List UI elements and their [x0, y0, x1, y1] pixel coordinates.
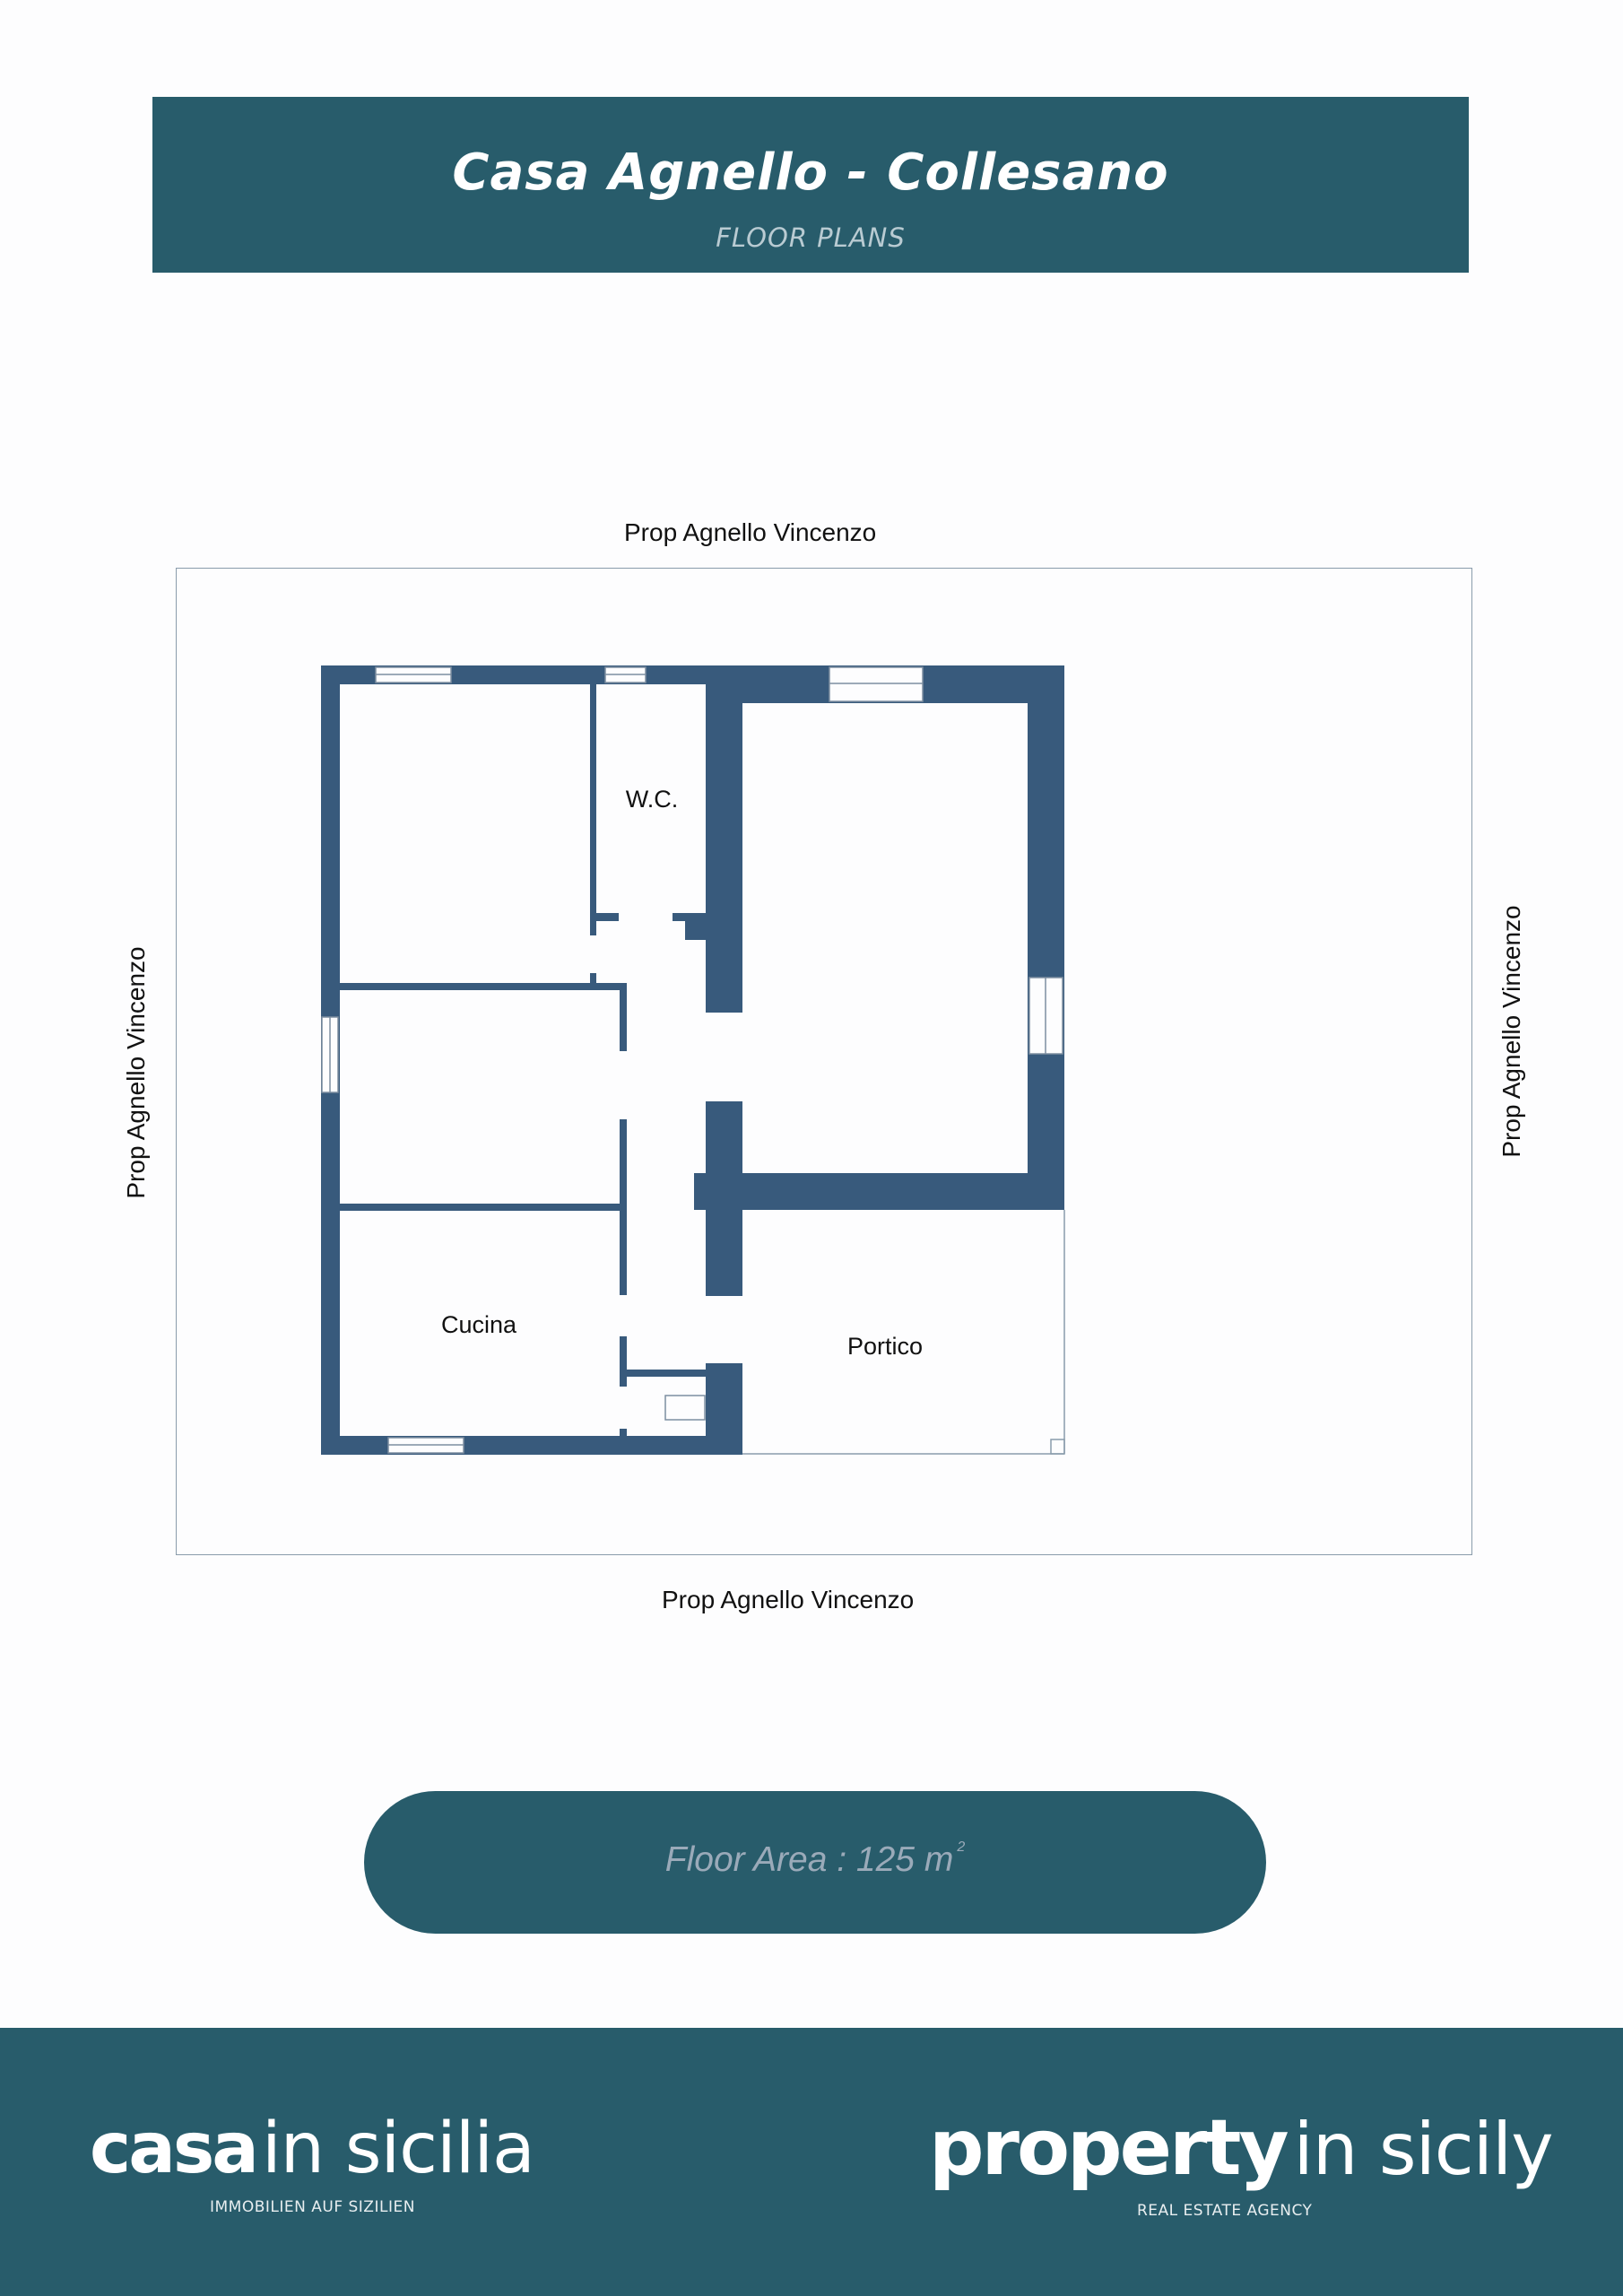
window [829, 666, 924, 702]
wall-right [1028, 665, 1064, 1210]
page-subtitle: FLOOR PLANS [716, 222, 906, 253]
logo-right-tagline: REAL ESTATE AGENCY [1137, 2202, 1313, 2220]
room-label-wc: W.C. [626, 786, 679, 813]
wall-wc-stub-left [590, 913, 619, 921]
plot-boundary [176, 568, 1472, 1555]
portico-post [1050, 1439, 1065, 1455]
wall-center-lower [706, 1363, 742, 1455]
header-banner: Casa Agnello - Collesano FLOOR PLANS [152, 97, 1469, 273]
wall-hall-upper [620, 983, 627, 1051]
neighbor-label-bottom: Prop Agnello Vincenzo [662, 1586, 915, 1613]
casa-in-sicilia-logo: casain sicilia IMMOBILIEN AUF SIZILIEN [90, 2109, 535, 2216]
wall-bottom [321, 1436, 742, 1455]
logo-left-light: in sicilia [261, 2109, 535, 2189]
wall-hall-middle [620, 1119, 627, 1295]
wall-wc-stub-low [590, 973, 596, 984]
wall-hall-lower [620, 1336, 627, 1387]
wall-hall-stub [620, 1429, 627, 1437]
logo-right-bold: property [929, 2103, 1289, 2193]
wall-center-upper [706, 665, 742, 1013]
wall-pantry [620, 1370, 707, 1377]
logo-right-light: in sicily [1293, 2108, 1554, 2191]
wall-portico-top [694, 1173, 1064, 1210]
room-label-portico: Portico [847, 1333, 923, 1360]
stairs-step [664, 1395, 706, 1421]
wall-wc-left [590, 684, 596, 935]
page-title: Casa Agnello - Collesano [452, 144, 1169, 202]
wall-wc-return [685, 913, 708, 940]
floor-area-label: Floor Area : 125 m [664, 1840, 954, 1879]
wall-bedroom-divider [340, 983, 627, 990]
logo-left-bold: casa [90, 2109, 259, 2189]
room-label-kitchen: Cucina [441, 1311, 517, 1338]
floor-area-exponent: 2 [957, 1839, 966, 1855]
wall-kitchen-divider [340, 1204, 627, 1211]
neighbor-label-top: Prop Agnello Vincenzo [624, 518, 877, 546]
footer-banner: casain sicilia IMMOBILIEN AUF SIZILIEN p… [0, 2028, 1623, 2296]
logo-left-tagline: IMMOBILIEN AUF SIZILIEN [210, 2198, 415, 2216]
